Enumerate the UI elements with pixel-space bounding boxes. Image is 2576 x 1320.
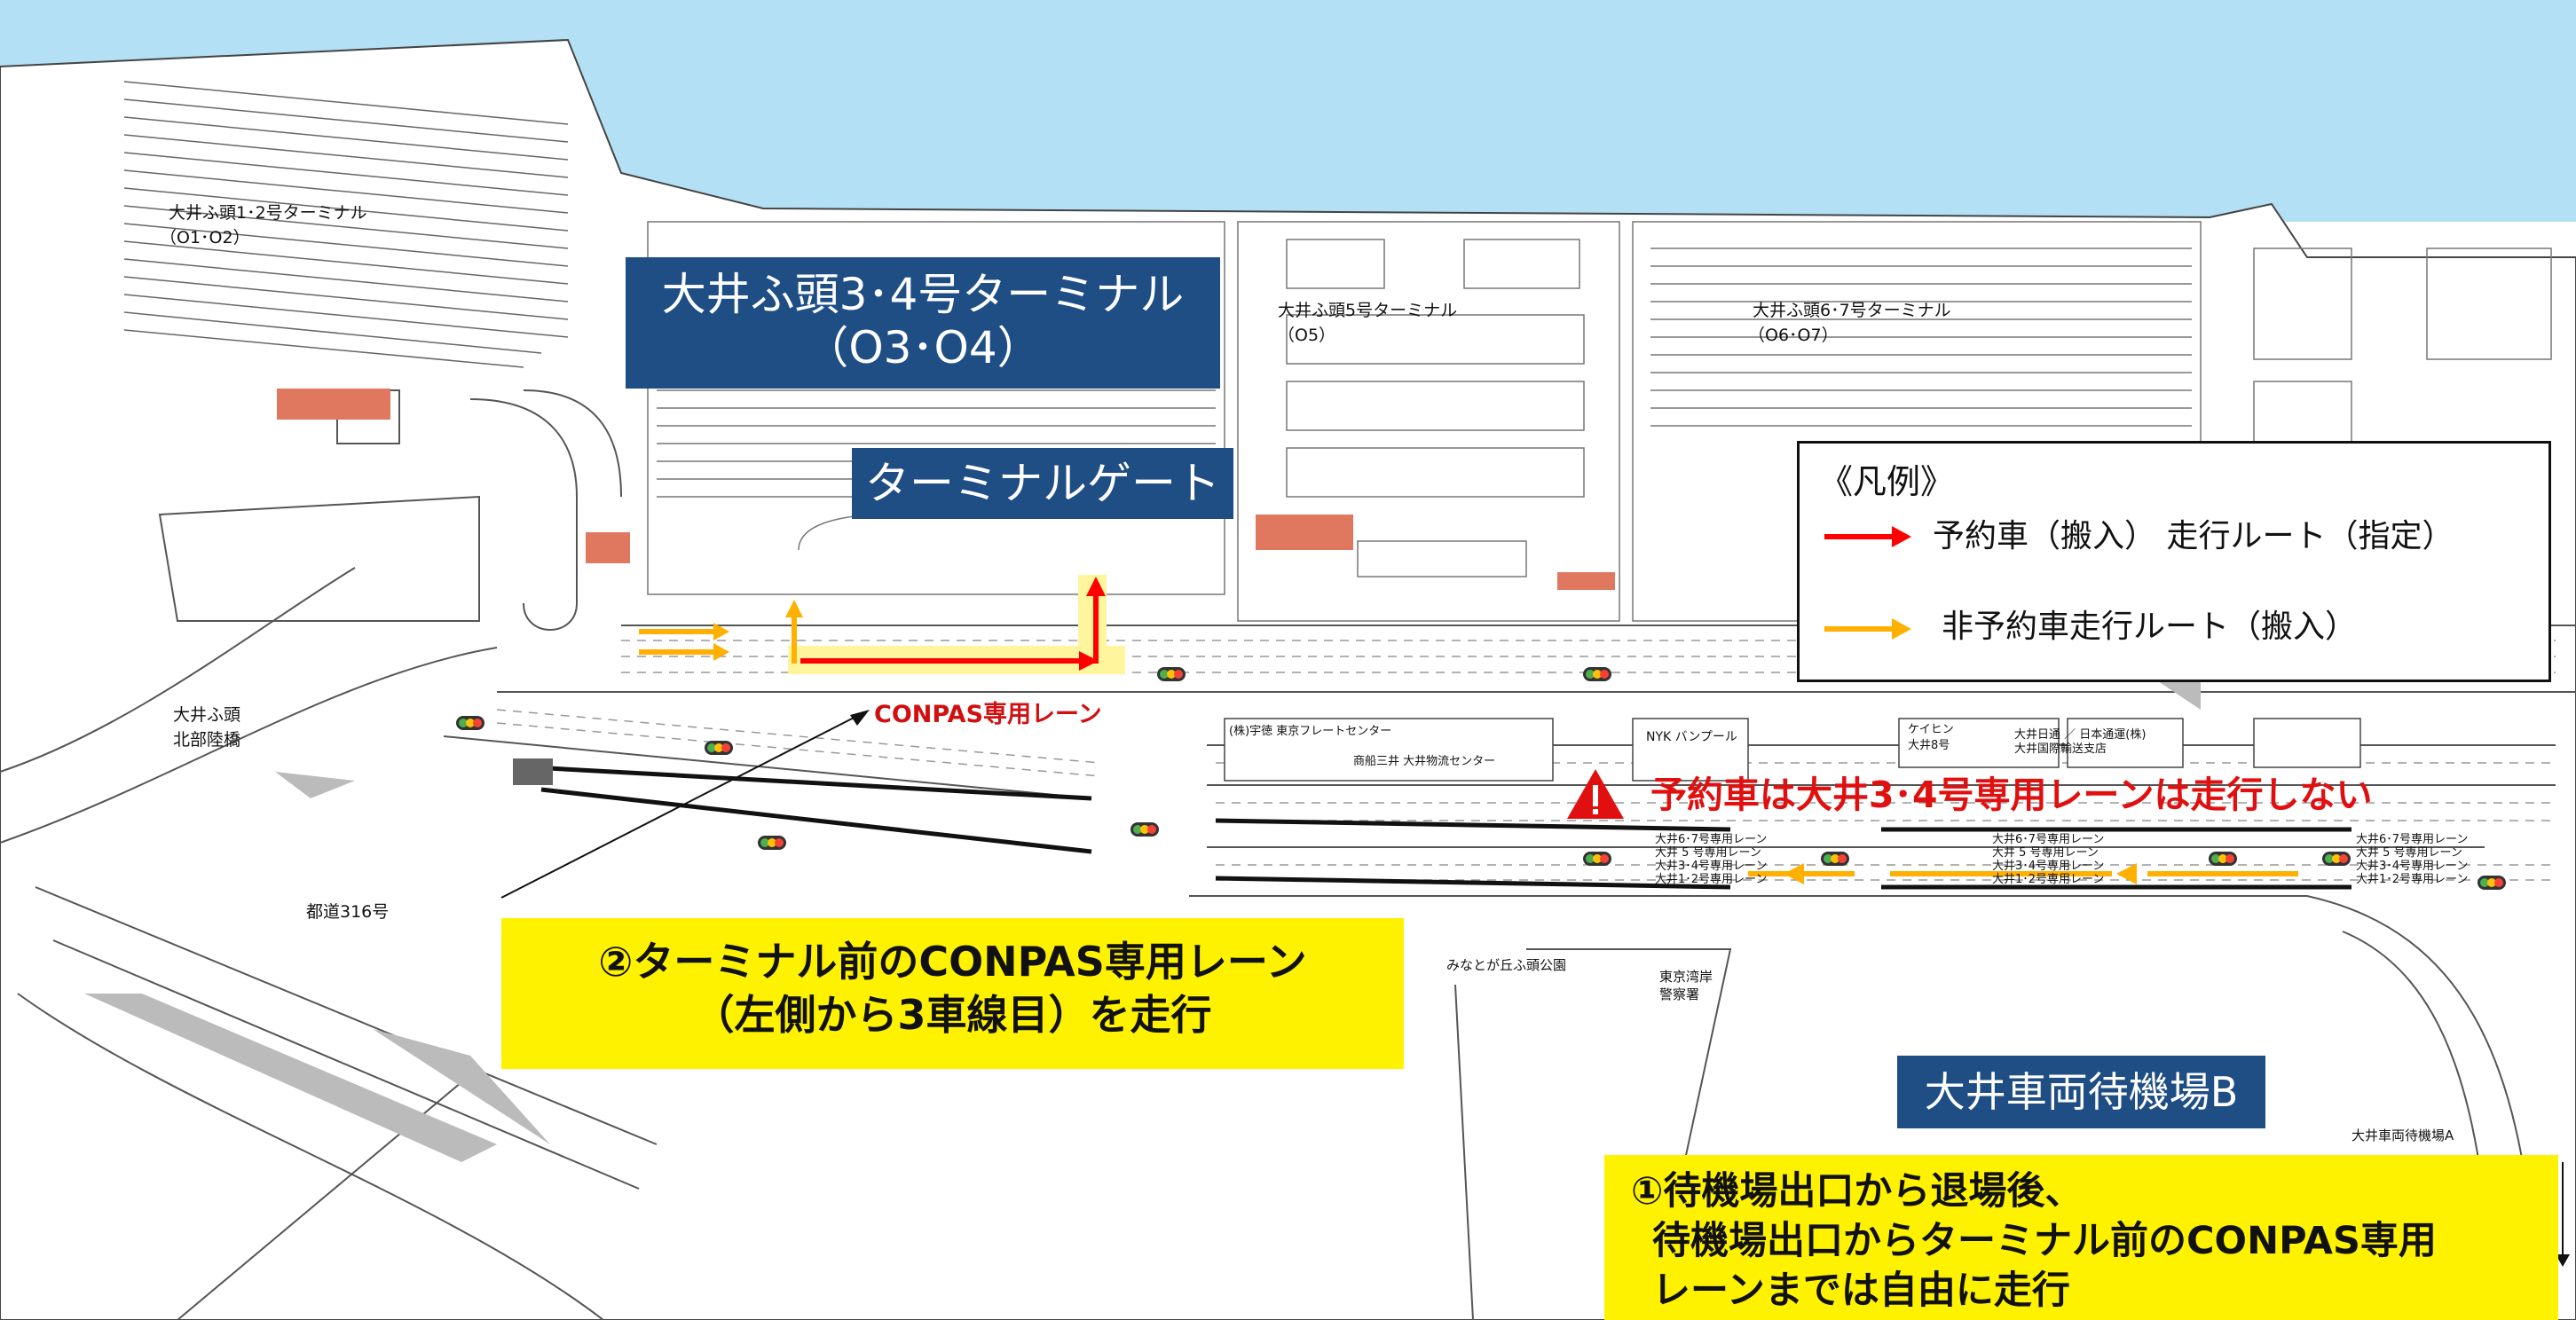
lane-sign: 大井 5 号専用レーン <box>2356 845 2462 860</box>
warning-text: 予約車は大井3･4号専用レーンは走行しない <box>1650 774 2373 816</box>
step2-line2: （左側から3車線目）を走行 <box>693 990 1212 1039</box>
police-label-1: 東京湾岸 <box>1659 969 1713 985</box>
nyk-label: NYK バンプール <box>1646 730 1737 744</box>
lane-sign: 大井 5 号専用レーン <box>1655 845 1761 860</box>
right-edge-arrow <box>2556 1254 2570 1267</box>
step1-line2: 待機場出口からターミナル前のCONPAS専用 <box>1652 1218 2437 1263</box>
warning-triangle-icon <box>1567 769 1624 819</box>
keihin-label-2: 大井8号 <box>1908 739 1950 752</box>
step2-box: ②ターミナル前のCONPAS専用レーン （左側から3車線目）を走行 <box>501 918 1404 1069</box>
step1-box: ①待機場出口から退場後、 待機場出口からターミナル前のCONPAS専用 レーンま… <box>1604 1155 2558 1320</box>
step1-line3: レーンまでは自由に走行 <box>1652 1268 2070 1313</box>
lane-sign: 大井1･2号専用レーン <box>1655 872 1768 886</box>
terminal-o67-code: （O6･O7） <box>1748 326 1839 345</box>
lane-sign: 大井1･2号専用レーン <box>1992 872 2105 886</box>
legend-nonreserved-arrow-icon <box>1824 626 1895 632</box>
lane-sign: 大井3･4号専用レーン <box>2356 859 2469 873</box>
legend-nonreserved-label: 非予約車走行ルート（搬入） <box>1942 609 2358 645</box>
traffic-lights <box>456 667 2506 890</box>
lane-sign-group-2: 大井6･7号専用レーン 大井 5 号専用レーン 大井3･4号専用レーン 大井1･… <box>1992 833 2105 887</box>
legend-title: 《凡例》 <box>1819 462 1955 501</box>
legend-reserved-arrow-icon <box>1824 534 1895 539</box>
reserved-arrowheads <box>1079 577 1106 671</box>
legend-nonreserved-arrowhead-icon <box>1892 618 1911 640</box>
nittsu-label-2: 大井国際輸送支店 <box>2014 742 2107 756</box>
lane-sign: 大井6･7号専用レーン <box>2356 833 2469 846</box>
bridge-label-2: 北部陸橋 <box>173 730 241 750</box>
terminal-o12-name: 大井ふ頭1･2号ターミナル <box>169 203 367 223</box>
lane-sign: 大井3･4号専用レーン <box>1992 859 2105 873</box>
terminal-o5-yard <box>1237 221 1620 622</box>
ramp-shapes <box>84 674 2201 1162</box>
lane-sign-group-1: 大井6･7号専用レーン 大井 5 号専用レーン 大井3･4号専用レーン 大井1･… <box>1655 833 1768 887</box>
buildings <box>277 389 1615 590</box>
step1-line1: ①待機場出口から退場後、 <box>1631 1169 2084 1214</box>
park-label: みなとが丘ふ頭公園 <box>1446 957 1567 973</box>
lane-sign: 大井1･2号専用レーン <box>2356 872 2469 886</box>
lane-sign: 大井3･4号専用レーン <box>1655 859 1768 873</box>
mitsui-label: 商船三井 大井物流センター <box>1353 755 1496 768</box>
nonreserved-arrowheads <box>713 600 2137 884</box>
lane-sign: 大井6･7号専用レーン <box>1992 833 2105 846</box>
terminal-gate-label: ターミナルゲート <box>852 448 1233 519</box>
waiting-a-label: 大井車両待機場A <box>2351 1128 2454 1143</box>
terminal-o34-name: 大井ふ頭3･4号ターミナル <box>661 269 1185 320</box>
bridge-label-1: 大井ふ頭 <box>173 705 241 725</box>
waiting-b-label: 大井車両待機場B <box>1897 1056 2265 1128</box>
pointer-line <box>500 713 862 899</box>
facility-boxes <box>1224 718 2361 782</box>
terminal-o12-yard <box>123 81 569 368</box>
lane-sign: 大井6･7号専用レーン <box>1655 833 1768 846</box>
conpas-lane-label: CONPAS専用レーン <box>874 701 1102 728</box>
legend-reserved-arrowhead-icon <box>1892 526 1911 547</box>
step2-line1: ②ターミナル前のCONPAS専用レーン <box>598 938 1307 986</box>
terminal-o34-code: （O3･O4） <box>804 322 1042 373</box>
lane-dividers <box>532 765 2351 890</box>
keihin-label-1: ケイヒン <box>1908 723 1954 736</box>
route316-label: 都道316号 <box>306 902 390 922</box>
terminal-o34-banner: 大井ふ頭3･4号ターミナル （O3･O4） <box>626 257 1220 389</box>
gray-block <box>513 758 553 785</box>
nittsu-label-1: 大井日通 ／ 日本通運(株) <box>2014 728 2147 742</box>
terminal-o67-name: 大井ふ頭6･7号ターミナル <box>1753 301 1951 320</box>
legend-box: 《凡例》 予約車（搬入） 走行ルート（指定） 非予約車走行ルート（搬入） <box>1797 441 2551 682</box>
terminal-o5-code: （O5） <box>1278 326 1336 345</box>
terminal-o12-code: （O1･O2） <box>160 228 250 248</box>
lane-sign: 大井 5 号専用レーン <box>1992 845 2099 860</box>
terminal-o67-yard <box>1632 221 2202 622</box>
nonreserved-route-arrows <box>639 612 2298 876</box>
lane-sign-group-3: 大井6･7号専用レーン 大井 5 号専用レーン 大井3･4号専用レーン 大井1･… <box>2356 833 2469 887</box>
police-label-2: 警察署 <box>1659 986 1700 1002</box>
utoku-label: (株)宇徳 東京フレートセンター <box>1229 725 1392 738</box>
legend-reserved-label: 予約車（搬入） 走行ルート（指定） <box>1933 518 2454 554</box>
terminal-o5-name: 大井ふ頭5号ターミナル <box>1278 301 1458 320</box>
pointer-arrowhead <box>850 710 870 726</box>
